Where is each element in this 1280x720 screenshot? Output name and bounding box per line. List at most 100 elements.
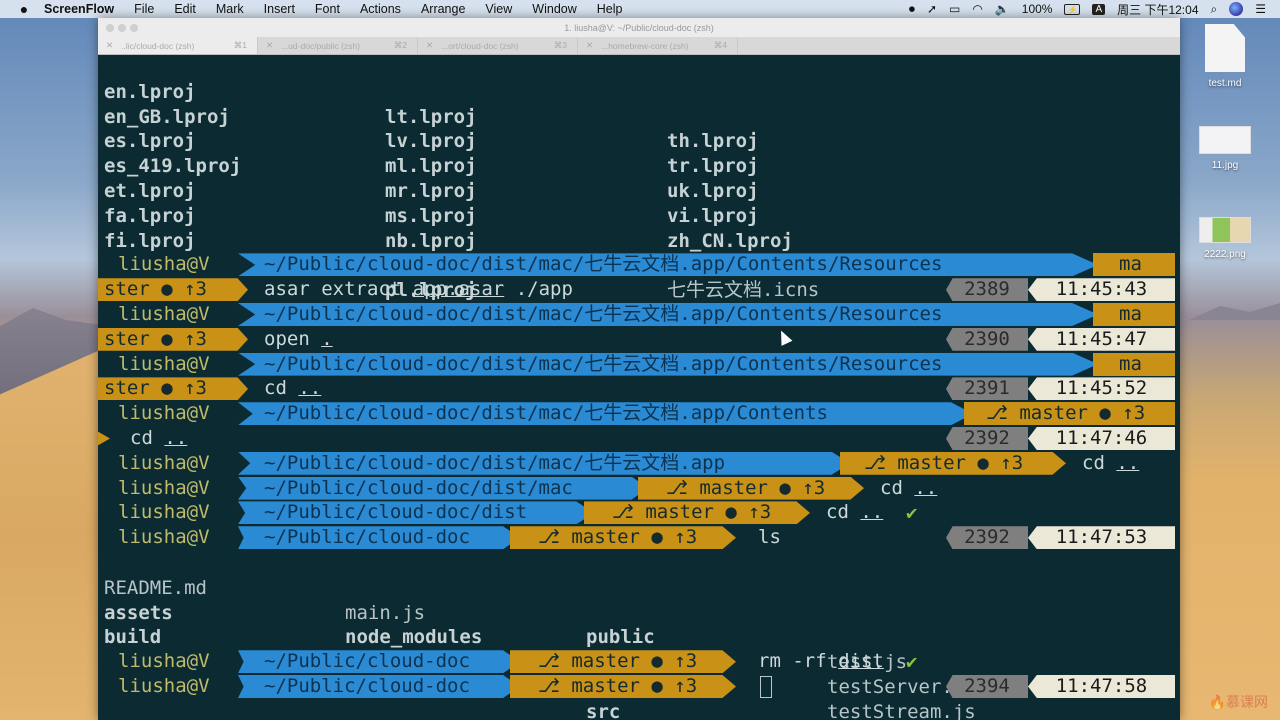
menu-file[interactable]: File (134, 2, 155, 16)
desktop-icon-label: 2222.png (1204, 249, 1246, 260)
prompt-git-branch: ma (1093, 303, 1175, 326)
close-tab-icon[interactable]: ✕ (106, 40, 114, 50)
apple-menu-icon[interactable]: ● (19, 1, 29, 17)
close-tab-icon[interactable]: ✕ (426, 40, 434, 50)
ls-row: en_GB.lproj lv.lproj tr.lproj (98, 80, 1180, 178)
command-arg-path: .. (914, 476, 938, 499)
command: ls (758, 526, 781, 549)
desktop-icon-label: 11.jpg (1211, 160, 1239, 171)
git-branch-icon: ⎇ (538, 675, 560, 697)
tab-label: ...ud-doc/public (zsh) (281, 40, 361, 51)
prompt-path: ~/Public/cloud-doc/dist (238, 501, 594, 525)
menu-actions[interactable]: Actions (359, 2, 401, 16)
siri-icon[interactable] (1229, 2, 1244, 16)
command: cd .. (1082, 452, 1139, 475)
prompt-line: liusha@V ~/Public/cloud-doc/dist/mac/七牛云… (98, 253, 1180, 278)
window-titlebar[interactable]: 1. liusha@V: ~/Public/cloud-doc (zsh) (98, 18, 1180, 37)
prompt-line: liusha@V ~/Public/cloud-doc/dist/mac/七牛云… (98, 402, 1180, 427)
tab-shortcut: ⌘3 (553, 40, 567, 50)
ls-entry: nb.lproj (385, 229, 477, 252)
command: rm -rf dist (758, 650, 884, 673)
desktop-file-11-jpg[interactable]: 11.jpg (1190, 126, 1260, 171)
command-args: -rf (780, 650, 839, 673)
prompt-user: liusha@V (98, 451, 238, 475)
spotlight-search-icon[interactable]: ⌕ (1210, 1, 1218, 16)
success-check-icon: ✔ (906, 651, 918, 674)
desktop-file-2222-png[interactable]: 2222.png (1190, 217, 1260, 260)
menu-app-name[interactable]: ScreenFlow (44, 2, 115, 16)
tab-1[interactable]: ✕ ..lic/cloud-doc (zsh) ⌘1 (98, 37, 258, 54)
terminal-content[interactable]: en.lproj lt.lproj th.lproj en_GB.lproj l… (98, 55, 1180, 720)
tab-label: ...ort/cloud-doc (zsh) (441, 40, 519, 51)
terminal-cursor[interactable] (760, 676, 772, 698)
command-arg-path: app.asar (412, 278, 505, 301)
tab-4[interactable]: ✕ ...homebrew-core (zsh) ⌘4 (578, 37, 738, 54)
menu-mark[interactable]: Mark (215, 2, 244, 16)
menu-insert[interactable]: Insert (263, 2, 295, 16)
volume-icon[interactable]: 🔈 (994, 2, 1010, 16)
ls-entry: node_modules (345, 626, 483, 649)
timestamp: 11:45:52 (1028, 377, 1175, 401)
prompt-user: liusha@V (98, 303, 238, 326)
git-branch-icon: ⎇ (538, 526, 560, 549)
prompt-git-branch-cont: ster ● ↑3 (98, 377, 248, 401)
prompt-git-branch-cont: ster ● ↑3 (98, 327, 248, 351)
command-args-tail: ./app (504, 278, 573, 301)
close-tab-icon[interactable]: ✕ (266, 40, 274, 50)
history-number: 2389 (946, 278, 1028, 302)
history-number: 2392 (946, 526, 1028, 550)
prompt-user: liusha@V (98, 476, 238, 500)
airplay-icon[interactable]: ▭ (949, 2, 961, 16)
ls-entry: testStream.js (827, 700, 976, 720)
menu-font[interactable]: Font (314, 2, 340, 16)
command-arg-path: .. (1116, 451, 1140, 474)
ls-row: fa.lproj nb.lproj zh_TW.lproj (98, 179, 1180, 277)
command-name: cd (264, 377, 287, 400)
desktop-icon-label: test.md (1208, 78, 1242, 89)
tab-2[interactable]: ✕ ...ud-doc/public (zsh) ⌘2 (258, 37, 418, 54)
menu-edit[interactable]: Edit (174, 2, 196, 16)
command-args (287, 377, 298, 399)
input-method-icon[interactable]: A (1092, 3, 1106, 15)
ls-entry: lv.lproj (385, 130, 477, 153)
prompt-line: liusha@V ~/Public/cloud-doc/dist/mac ⎇ m… (98, 476, 1180, 502)
command: asar extract app.asar ./app (264, 278, 573, 301)
ls-entry: en_GB.lproj (104, 105, 230, 128)
command-arg-path: .. (164, 427, 188, 449)
minimize-window-button[interactable] (118, 23, 126, 32)
prompt-path: ~/Public/cloud-doc/dist/mac (238, 476, 648, 500)
notification-center-icon[interactable]: ☰ (1255, 2, 1266, 16)
prompt-line: liusha@V ~/Public/cloud-doc/dist ⎇ maste… (98, 501, 1180, 526)
close-window-button[interactable] (106, 23, 114, 32)
tab-3[interactable]: ✕ ...ort/cloud-doc (zsh) ⌘3 (418, 37, 578, 54)
ls-entry: fi.lproj (104, 229, 196, 252)
prompt-line: liusha@V ~/Public/cloud-doc/dist/mac/七牛云… (98, 352, 1180, 378)
prompt-path: ~/Public/cloud-doc/dist/mac/七牛云文档.app/Co… (238, 402, 973, 426)
ls-row: fi.lproj nl.lproj 七牛云文档.icns (98, 204, 1180, 302)
menu-window[interactable]: Window (532, 2, 577, 16)
menu-view[interactable]: View (485, 2, 513, 16)
send-icon[interactable]: ➚ (926, 2, 937, 16)
command: open . (264, 328, 333, 351)
ls-entry: ml.lproj (385, 155, 477, 178)
menu-help[interactable]: Help (596, 2, 623, 16)
ls-row: fil.lproj pl.lproj (98, 229, 1180, 301)
battery-icon[interactable]: ⚡ (1064, 3, 1081, 15)
ls-entry: uk.lproj (667, 179, 759, 202)
desktop-wallpaper-dune (0, 350, 100, 720)
ls-entry: build (104, 626, 162, 649)
screen-record-icon[interactable]: ⏺ (908, 1, 915, 16)
prompt-git-branch-cont: ster ● ↑3 (98, 278, 248, 302)
ls-row: es_419.lproj mr.lproj vi.lproj (98, 129, 1180, 227)
clock[interactable]: 周三 下午12:04 (1117, 2, 1199, 17)
desktop-file-test-md[interactable]: test.md (1190, 24, 1260, 89)
wifi-icon[interactable]: ◠ (972, 2, 983, 16)
prompt-path: ~/Public/cloud-doc (238, 675, 520, 698)
timestamp: 11:47:53 (1028, 526, 1175, 550)
command: cd .. (264, 377, 321, 400)
zoom-window-button[interactable] (130, 23, 138, 32)
close-tab-icon[interactable]: ✕ (586, 40, 594, 50)
menu-arrange[interactable]: Arrange (420, 2, 466, 16)
history-number: 2392 (946, 427, 1028, 450)
image-thumbnail-icon (1199, 126, 1251, 154)
